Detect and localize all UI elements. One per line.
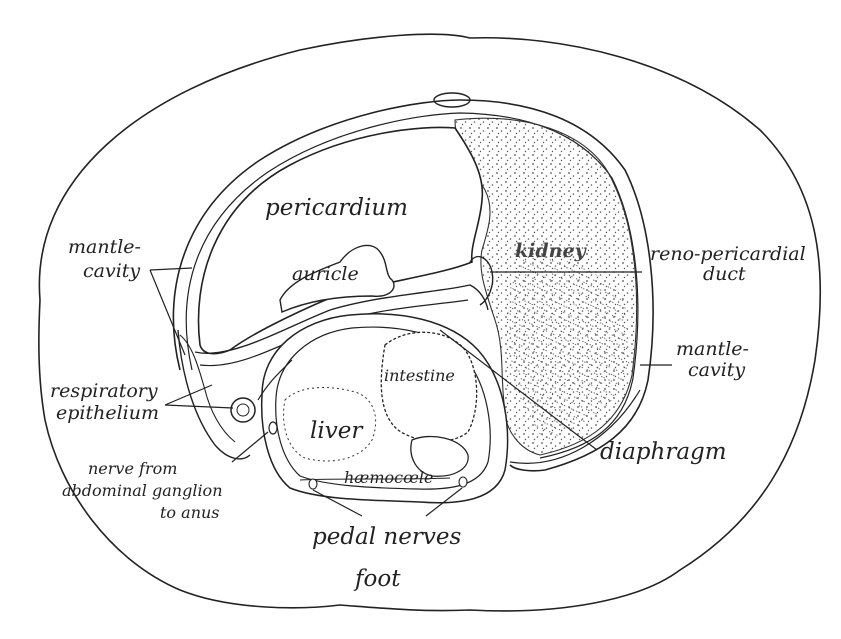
respiratory-ring-inner: [237, 404, 249, 416]
label-reno-pericardial-line1: reno-pericardial: [650, 245, 806, 264]
label-liver: liver: [310, 420, 362, 443]
label-nerve-line3: to anus: [160, 505, 220, 521]
label-respiratory-line2: epithelium: [56, 404, 159, 423]
label-respiratory-line1: respiratory: [50, 382, 158, 401]
label-mantle-cavity-right-line1: mantle-: [676, 340, 749, 359]
intestine-loop: [381, 332, 476, 441]
pointer-nerve: [232, 432, 268, 462]
label-diaphragm: diaphragm: [600, 441, 727, 464]
label-nerve-line1: nerve from: [88, 461, 177, 477]
label-reno-pericardial-line2: duct: [703, 265, 746, 284]
label-foot: foot: [355, 568, 400, 591]
label-intestine: intestine: [384, 368, 455, 384]
label-haemocoele: hæmocœle: [344, 470, 434, 486]
anal-nerve-dot: [269, 422, 277, 434]
label-nerve-line2: abdominal ganglion: [62, 483, 223, 499]
label-kidney: kidney: [515, 242, 586, 261]
pointer-mantle-left-b: [150, 268, 192, 270]
label-mantle-cavity-right-line2: cavity: [688, 361, 745, 380]
pointer-mantle-left-a: [150, 270, 185, 355]
pointer-respiratory-a: [165, 405, 233, 408]
label-pericardium: pericardium: [265, 197, 408, 220]
label-auricle: auricle: [292, 265, 359, 284]
pedal-nerve-left: [309, 479, 317, 489]
label-mantle-cavity-left-line1: mantle-: [68, 238, 141, 257]
label-mantle-cavity-left-line2: cavity: [83, 262, 140, 281]
pedal-nerve-right: [459, 477, 467, 487]
label-pedal-nerves: pedal nerves: [312, 526, 461, 549]
